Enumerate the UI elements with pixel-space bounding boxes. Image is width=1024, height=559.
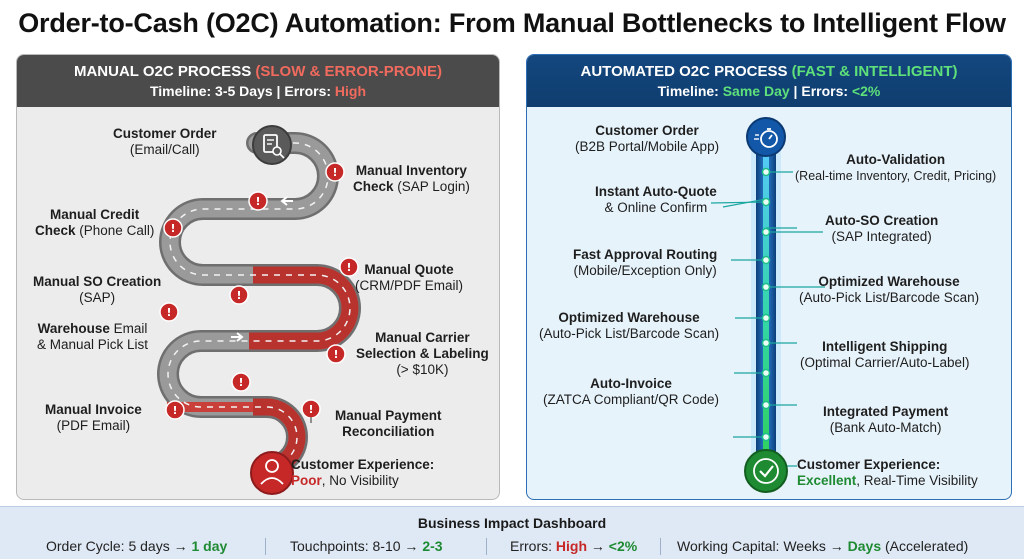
manual-step-customer-order: Customer Order(Email/Call)	[113, 126, 217, 157]
document-search-icon	[252, 125, 292, 165]
bottleneck-inventory-icon	[325, 162, 345, 182]
unhappy-customer-icon	[250, 451, 294, 495]
bottleneck-so-icon	[159, 302, 179, 322]
automated-panel-header: AUTOMATED O2C PROCESS (FAST & INTELLIGEN…	[527, 55, 1011, 107]
pipeline-connectors	[710, 171, 825, 467]
manual-heading-tag: (SLOW & ERROR-PRONE)	[255, 63, 443, 80]
business-impact-dashboard: Business Impact Dashboard Order Cycle: 5…	[0, 506, 1024, 559]
automated-heading-main: AUTOMATED O2C PROCESS	[580, 63, 792, 80]
automated-timeline-value: Same Day	[722, 83, 790, 99]
svg-text:!: !	[238, 376, 243, 389]
bottleneck-carrier-icon	[326, 344, 346, 364]
automated-pipeline-diagram	[710, 117, 825, 493]
automated-timeline: Timeline: Same Day | Errors: <2%	[527, 81, 1011, 101]
svg-text:!: !	[308, 403, 313, 416]
automated-heading: AUTOMATED O2C PROCESS (FAST & INTELLIGEN…	[527, 62, 1011, 81]
auto-step-validation: Auto-Validation(Real-time Inventory, Cre…	[795, 152, 997, 183]
check-circle-icon	[744, 449, 788, 493]
metric-errors: Errors: High → <2%	[510, 538, 638, 554]
svg-text:!: !	[172, 404, 177, 417]
metric-touchpoints: Touchpoints: 8-10 → 2-3	[290, 538, 443, 554]
svg-text:!: !	[332, 166, 337, 179]
automated-timeline-label: Timeline:	[657, 83, 723, 99]
auto-step-quote: Instant Auto-Quote& Online Confirm	[595, 184, 717, 215]
auto-step-shipping: Intelligent Shipping(Optimal Carrier/Aut…	[800, 339, 970, 370]
bottleneck-invoice-icon	[165, 400, 185, 420]
manual-timeline: Timeline: 3-5 Days | Errors: High	[17, 81, 499, 101]
metric-divider	[265, 538, 266, 555]
automated-errors-value: <2%	[851, 83, 881, 99]
manual-panel-header: MANUAL O2C PROCESS (SLOW & ERROR-PRONE) …	[17, 55, 499, 107]
manual-timeline-label: Timeline: 3-5 Days | Errors:	[149, 83, 335, 99]
bottleneck-quote-icon	[339, 257, 359, 277]
arrow-right-icon	[231, 332, 244, 342]
bottleneck-handoff-icon	[229, 285, 249, 305]
auto-step-approval: Fast Approval Routing(Mobile/Exception O…	[573, 247, 718, 278]
manual-timeline-value: High	[334, 83, 367, 99]
stopwatch-icon	[746, 117, 786, 157]
automated-heading-tag: (FAST & INTELLIGENT)	[791, 63, 958, 80]
auto-step-payment: Integrated Payment(Bank Auto-Match)	[823, 404, 949, 435]
dashboard-title: Business Impact Dashboard	[417, 515, 607, 531]
manual-step-so-creation: Manual SO Creation(SAP)	[33, 274, 162, 305]
auto-step-customer-order: Customer Order(B2B Portal/Mobile App)	[575, 123, 720, 154]
pipeline-core	[763, 135, 769, 465]
metric-order-cycle: Order Cycle: 5 days → 1 day	[46, 538, 228, 554]
metric-divider	[486, 538, 487, 555]
metric-divider	[660, 538, 661, 555]
auto-step-so: Auto-SO Creation(SAP Integrated)	[825, 213, 939, 244]
svg-text:!: !	[236, 289, 241, 302]
manual-step-warehouse: Warehouse Email& Manual Pick List	[37, 321, 149, 352]
road-lane-marking	[167, 142, 351, 468]
metric-working-capital: Working Capital: Weeks → Days (Accelerat…	[677, 538, 969, 554]
auto-step-warehouse-left: Optimized Warehouse(Auto-Pick List/Barco…	[539, 310, 720, 341]
bottleneck-warehouse-icon	[231, 372, 251, 392]
manual-customer-experience: Customer Experience:Poor, No Visibility	[291, 457, 435, 488]
manual-heading-main: MANUAL O2C PROCESS	[73, 63, 256, 80]
auto-step-invoice: Auto-Invoice(ZATCA Compliant/QR Code)	[543, 376, 720, 407]
svg-text:!: !	[255, 195, 260, 208]
automated-timeline-mid: | Errors:	[789, 83, 852, 99]
svg-text:!: !	[166, 306, 171, 319]
phone-icon	[163, 218, 183, 238]
winding-road-diagram: !!! !!! !!! !	[157, 125, 361, 495]
manual-step-invoice: Manual Invoice(PDF Email)	[45, 402, 142, 433]
svg-text:!: !	[170, 222, 175, 235]
manual-step-quote: Manual Quote(CRM/PDF Email)	[355, 262, 463, 293]
auto-step-warehouse-right: Optimized Warehouse(Auto-Pick List/Barco…	[799, 274, 980, 305]
manual-process-panel: MANUAL O2C PROCESS (SLOW & ERROR-PRONE) …	[16, 54, 500, 500]
svg-text:!: !	[346, 261, 351, 274]
auto-customer-experience: Customer Experience:Excellent, Real-Time…	[797, 457, 978, 488]
svg-text:!: !	[333, 348, 338, 361]
page-title: Order-to-Cash (O2C) Automation: From Man…	[18, 8, 1006, 38]
arrow-left-icon	[280, 196, 293, 206]
bottleneck-transfer-icon	[248, 191, 268, 211]
manual-heading: MANUAL O2C PROCESS (SLOW & ERROR-PRONE)	[17, 62, 499, 81]
automated-process-panel: AUTOMATED O2C PROCESS (FAST & INTELLIGEN…	[526, 54, 1012, 500]
